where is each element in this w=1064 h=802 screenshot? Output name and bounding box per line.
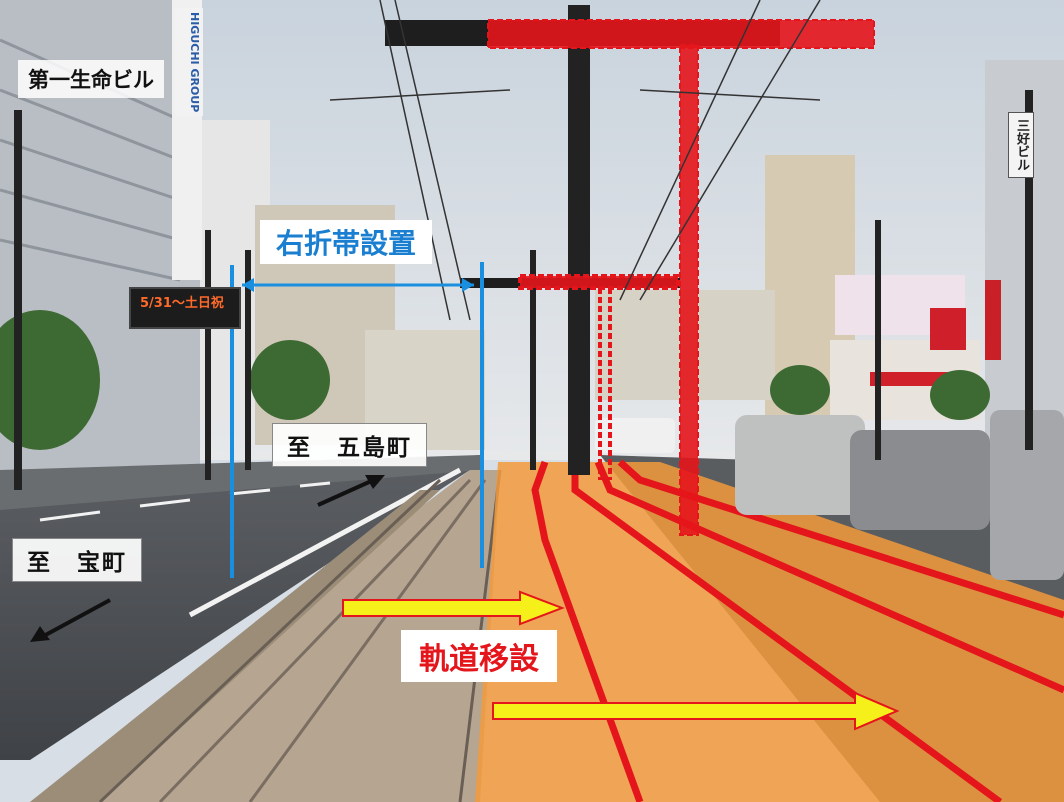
relocated-pole-mid <box>518 274 680 480</box>
yellow-arrows <box>342 590 900 731</box>
trees <box>0 310 990 450</box>
turn-lane-label: 右折帯設置 <box>260 220 433 264</box>
poles <box>14 5 1033 490</box>
road-left <box>0 455 480 760</box>
direction-arrows <box>30 475 385 642</box>
cars <box>595 410 1064 580</box>
miyoshi-sign: 三好ビル <box>1008 112 1034 178</box>
direction-gotocho-label: 至 五島町 <box>272 423 427 467</box>
higuchi-sign: HIGUCHI GROUP <box>175 8 203 117</box>
led-sign-text: 5/31～土日祝 <box>134 294 230 314</box>
direction-takaracho-label: 至 宝町 <box>12 538 142 582</box>
relocated-pole-top <box>487 19 875 536</box>
track-relocation-label: 軌道移設 <box>401 630 557 682</box>
building-name-label: 第一生命ビル <box>18 60 164 98</box>
